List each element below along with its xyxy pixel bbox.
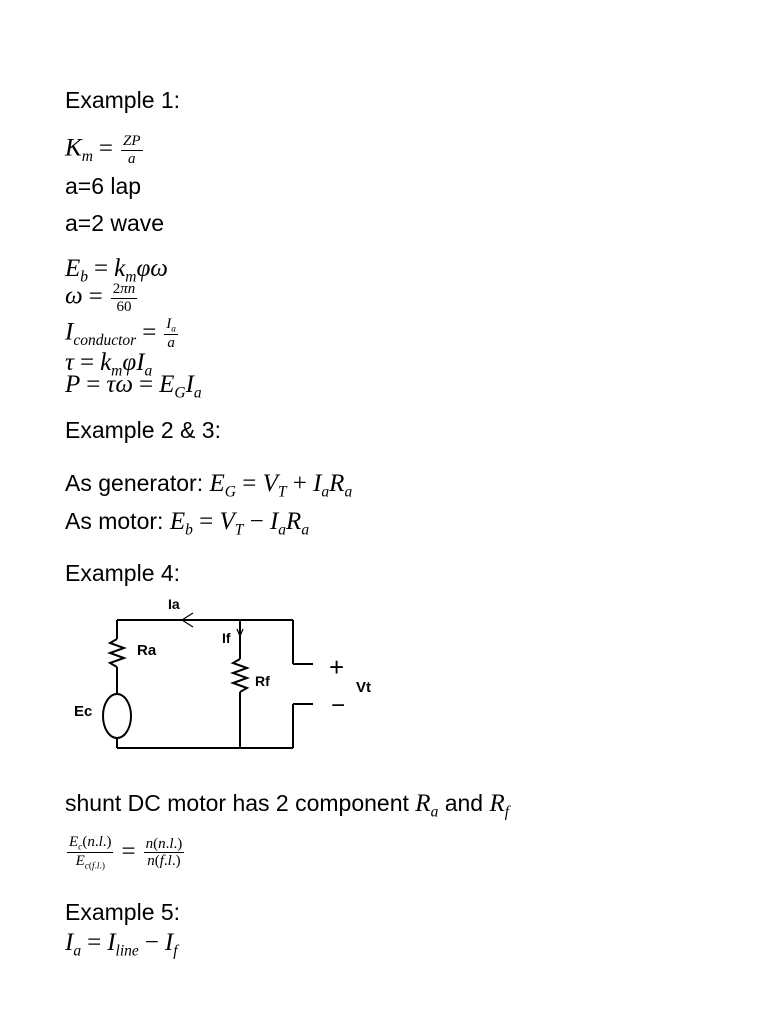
shunt-motor-circuit-diagram: Ia If Ra Rf Ec + − Vt [74, 596, 371, 749]
ec-label: Ec [74, 703, 92, 720]
heading-example-5: Example 5: [65, 899, 181, 925]
ra-resistor [107, 638, 127, 668]
as-generator-label: As generator: [65, 470, 210, 496]
heading-example-4: Example 4: [65, 560, 181, 586]
as-motor-label: As motor: [65, 508, 170, 534]
vt-label: Vt [356, 679, 371, 696]
formula-power: P=τω=EGIa [65, 371, 202, 402]
rf-resistor [230, 658, 250, 693]
ia-arrow [180, 612, 194, 628]
ec-source-circle [102, 693, 132, 739]
shunt-text: shunt DC motor has 2 component [65, 790, 416, 816]
and-word: and [438, 790, 490, 816]
line-as-motor: As motor: Eb = VT − IaRa [65, 508, 310, 539]
rf-label: Rf [255, 673, 270, 689]
formula-torque: τ=kmφIa [65, 349, 153, 380]
heading-example-2-3: Example 2 & 3: [65, 417, 221, 443]
line-as-generator: As generator: EG = VT + IaRa [65, 470, 353, 501]
formula-eb: Eb=kmφω [65, 255, 168, 286]
if-label: If [222, 630, 231, 646]
heading-example-1: Example 1: [65, 87, 181, 113]
text-lap: a=6 lap [65, 173, 142, 199]
formula-ia-line: Ia=Iline−If [65, 929, 178, 960]
line-shunt-dc-motor: shunt DC motor has 2 component Ra and Rf [65, 790, 510, 821]
ia-label: Ia [168, 596, 180, 612]
formula-ec-ratio: Ec(n.l.)Ec(f.l.)=n(n.l.)n(f.l.) [67, 834, 185, 872]
if-arrow [236, 628, 244, 638]
plus-sign: + [329, 652, 344, 682]
minus-sign: − [331, 692, 345, 719]
text-wave: a=2 wave [65, 210, 165, 236]
ra-label: Ra [137, 642, 157, 659]
